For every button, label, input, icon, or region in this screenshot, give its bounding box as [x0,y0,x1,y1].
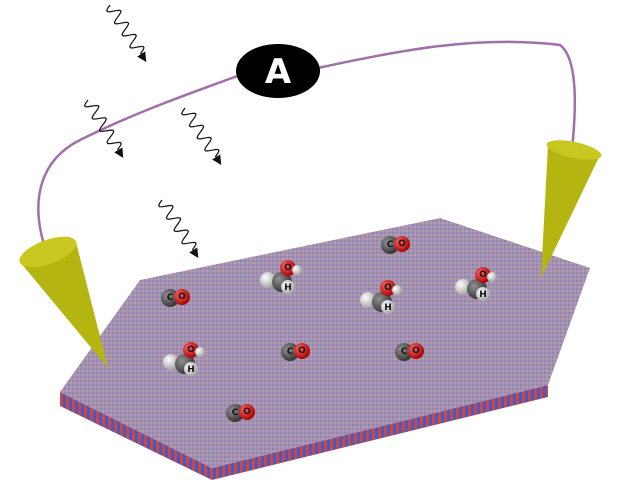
photon-arrow [83,99,124,159]
methanol-molecule: OH [163,342,205,376]
ammeter: A [236,44,320,98]
methanol-molecule: OH [360,280,402,314]
right-electrode [541,140,602,278]
atom-label: O [178,292,186,302]
atom-label: C [232,408,239,418]
ammeter-label: A [265,52,292,92]
circuit-wire [37,40,577,249]
atom-label: C [387,240,394,250]
catalyst-surface [60,218,590,468]
photon-arrow [106,4,147,63]
atom-label: H [187,365,195,375]
atom-label: O [384,283,392,293]
atom-label: O [479,270,487,280]
methanol-molecule: OH [455,267,497,301]
atom-label: O [298,346,306,356]
methanol-molecule: OH [260,260,302,294]
atom-label: C [167,293,174,303]
photon-arrow [158,199,199,259]
atom-label: H [384,303,392,313]
atom-label: O [284,263,292,273]
atom-label: O [398,239,406,249]
left-electrode [19,236,108,368]
photon-arrow [181,107,222,166]
light-waves [83,4,222,259]
atom-label: H [479,290,487,300]
atom-label: C [287,347,294,357]
atom-label: C [401,347,408,357]
atom-label: O [187,345,195,355]
slab-side [60,385,548,480]
atom-label: O [243,407,251,417]
atom-label: H [284,283,292,293]
atom-label: O [412,346,420,356]
